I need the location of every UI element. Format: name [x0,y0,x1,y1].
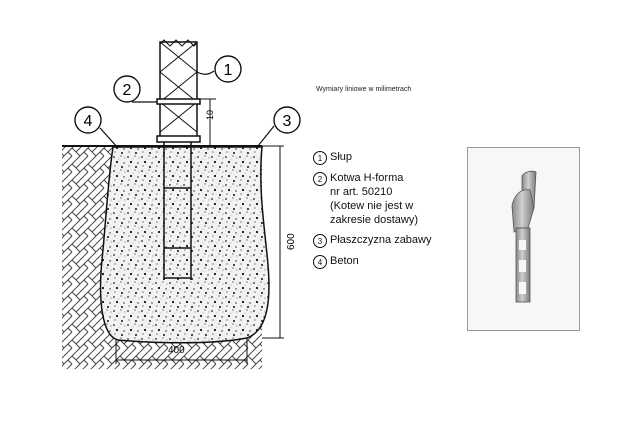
concrete-footing [99,146,270,344]
legend-line: nr art. 50210 [330,186,393,198]
legend-line: Płaszczyzna zabawy [330,234,432,246]
legend-item: 3 Płaszczyzna zabawy [313,233,473,248]
width-dimension [115,338,248,364]
legend: 1 Słup 2 Kotwa H-forma nr art. 50210 (Ko… [313,150,473,275]
legend-item: 4 Beton [313,254,473,269]
h-anchor [163,142,192,280]
width-label: 400 [168,345,185,356]
post [156,39,201,143]
legend-text: Słup [330,150,352,164]
depth-dimension [262,145,284,339]
gap-dimension [200,98,216,147]
legend-number: 3 [313,234,327,248]
legend-text: Beton [330,254,359,268]
callout-4: 4 [74,106,102,134]
depth-label: 600 [286,233,297,250]
legend-item: 1 Słup [313,150,473,165]
units-note: Wymiary liniowe w milimetrach [316,86,412,93]
legend-text: Płaszczyzna zabawy [330,233,432,247]
legend-number: 4 [313,255,327,269]
legend-text: Kotwa H-forma nr art. 50210 (Kotew nie j… [330,171,418,227]
callout-1-number: 1 [224,62,233,79]
callout-3-number: 3 [283,113,292,130]
legend-line: zakresie dostawy) [330,214,419,226]
legend-number: 1 [313,151,327,165]
callout-1: 1 [214,55,242,83]
callout-1-leader [196,70,215,75]
legend-line: (Kotew nie jest w [330,200,414,212]
legend-number: 2 [313,172,327,186]
anchor-photo [467,147,580,331]
callout-3-leader [257,125,275,147]
legend-line: Beton [330,255,359,267]
legend-line: Słup [330,151,353,163]
callout-3: 3 [273,106,301,134]
legend-item: 2 Kotwa H-forma nr art. 50210 (Kotew nie… [313,171,473,227]
gap-label: 10 [205,110,215,120]
callout-2-number: 2 [123,82,132,99]
callout-4-number: 4 [84,113,93,130]
callout-4-leader [99,127,119,149]
callout-2: 2 [113,75,141,103]
legend-line: Kotwa H-forma [330,172,404,184]
anchor-photo-graphic [511,170,537,303]
